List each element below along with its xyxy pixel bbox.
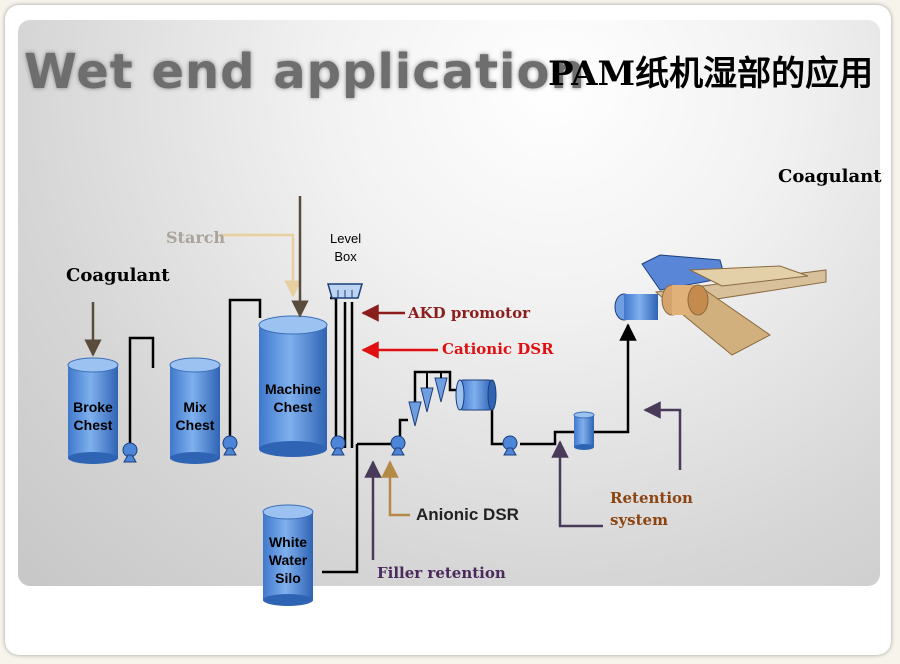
anionic-dsr-label: Anionic DSR <box>416 505 519 524</box>
coagulant-right-label: Coagulant <box>778 166 882 187</box>
deaerator-tank <box>573 411 595 450</box>
chemical-arrows <box>84 196 682 560</box>
mix-chest-tank <box>169 357 221 464</box>
pumps <box>122 435 518 463</box>
filler-retention-label: Filler retention <box>377 564 506 582</box>
broke-chest-tank <box>67 357 119 464</box>
retention-system-label: Retention system <box>610 489 693 529</box>
machine-chest-label: Machine Chest <box>264 381 321 415</box>
level-box <box>327 283 363 299</box>
white-water-silo-label: White Water Silo <box>268 534 308 586</box>
cationic-dsr-label: Cationic DSR <box>442 340 554 358</box>
paper-machine <box>614 254 827 356</box>
pressure-screen <box>455 379 497 411</box>
white-water-silo-tank <box>262 504 314 606</box>
akd-promotor-label: AKD promotor <box>408 304 531 322</box>
slide-panel <box>18 20 880 586</box>
machine-chest-tank <box>258 315 328 457</box>
mix-chest-label: Mix Chest <box>175 399 215 433</box>
level-box-label: Level Box <box>330 231 362 264</box>
chinese-title: PAM纸机湿部的应用 <box>548 54 874 94</box>
starch-label: Starch <box>166 228 226 247</box>
english-title: Wet end application <box>24 44 586 100</box>
centrifugal-cleaners <box>408 372 448 427</box>
coagulant-left-label: Coagulant <box>66 265 170 286</box>
broke-chest-label: Broke Chest <box>73 399 113 433</box>
